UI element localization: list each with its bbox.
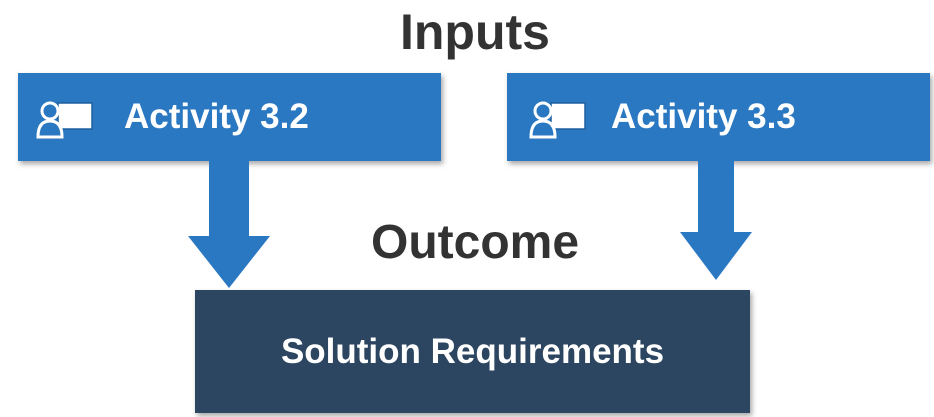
outcome-label: Solution Requirements	[280, 332, 665, 371]
activity-box-3-2: Activity 3.2	[18, 73, 441, 161]
down-arrow-icon	[188, 160, 270, 288]
presenter-icon	[529, 101, 586, 139]
activity-box-3-3: Activity 3.3	[507, 73, 930, 161]
activity-label: Activity 3.3	[611, 97, 796, 136]
outcome-box: Solution Requirements	[195, 290, 750, 413]
down-arrow-icon	[680, 160, 752, 280]
activity-label: Activity 3.2	[124, 97, 309, 136]
presenter-icon	[36, 101, 93, 139]
inputs-heading: Inputs	[400, 4, 550, 60]
outcome-heading: Outcome	[370, 216, 580, 269]
